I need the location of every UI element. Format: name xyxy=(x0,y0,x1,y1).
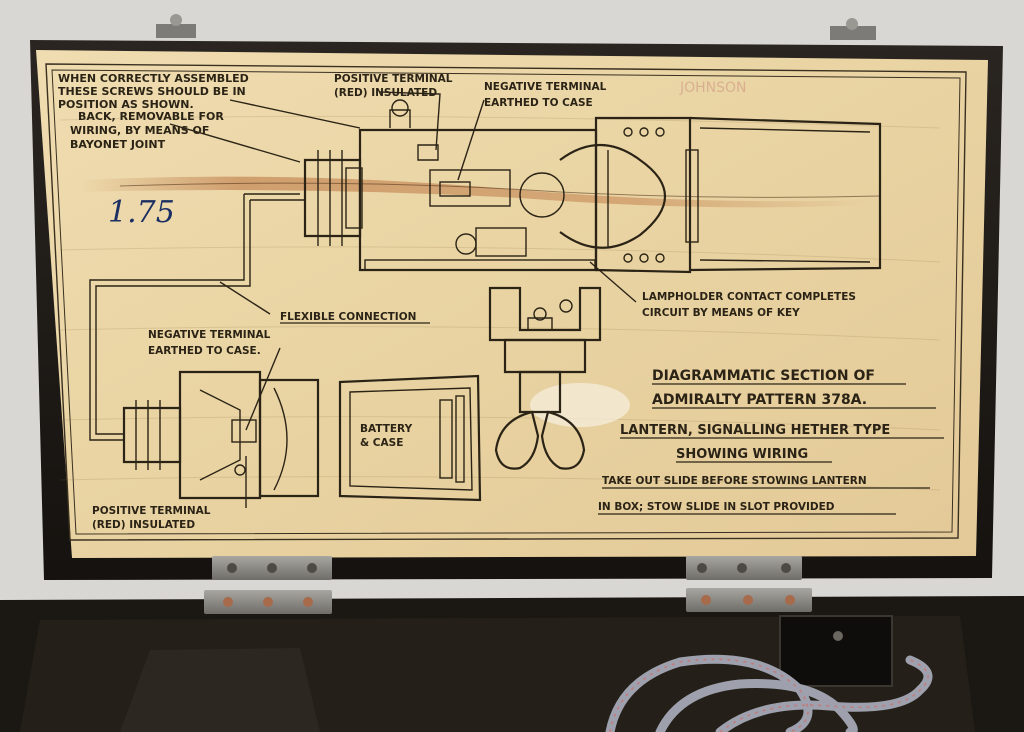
label-flexible-connection: FLEXIBLE CONNECTION xyxy=(280,311,416,323)
handwritten-number: 1.75 xyxy=(108,195,175,230)
cable-braid-pattern xyxy=(609,658,929,732)
crack-line xyxy=(119,182,881,198)
label-negative-terminal-bottom: NEGATIVE TERMINAL EARTHED TO CASE. xyxy=(148,329,271,357)
battery-assembly-drawing xyxy=(122,370,482,502)
battery-line-2: & CASE xyxy=(360,437,403,449)
faded-stamp: JOHNSON xyxy=(679,80,747,96)
clasp-screw xyxy=(833,631,843,641)
label-lampholder-note: LAMPHOLDER CONTACT COMPLETES CIRCUIT BY … xyxy=(642,291,856,319)
diagram-title-block: DIAGRAMMATIC SECTION OF ADMIRALTY PATTER… xyxy=(598,368,944,515)
positive-top-line-2: (RED) INSULATED xyxy=(334,87,437,99)
wiring-lines xyxy=(89,193,306,441)
lamp-head-drawing xyxy=(303,99,882,470)
instruction-line-2: IN BOX; STOW SLIDE IN SLOT PROVIDED xyxy=(598,501,835,513)
negative-top-line-1: NEGATIVE TERMINAL xyxy=(484,81,607,93)
lampholder-line-2: CIRCUIT BY MEANS OF KEY xyxy=(642,307,800,319)
positive-bottom-line-1: POSITIVE TERMINAL xyxy=(92,505,211,517)
instruction-line-1: TAKE OUT SLIDE BEFORE STOWING LANTERN xyxy=(602,475,867,487)
hinge-left xyxy=(204,556,332,614)
back-note-line-1: BACK, REMOVABLE FOR xyxy=(78,110,224,123)
screws-note-line-2: THESE SCREWS SHOULD BE IN xyxy=(58,85,246,98)
screws-note-line-3: POSITION AS SHOWN. xyxy=(58,98,194,111)
back-note-line-2: WIRING, BY MEANS OF xyxy=(70,124,209,137)
label-battery: BATTERY & CASE xyxy=(360,423,413,449)
box-interior-compartment xyxy=(120,648,320,732)
battery-line-1: BATTERY xyxy=(360,423,413,435)
title-line-4: SHOWING WIRING xyxy=(676,447,808,462)
label-screws-note: WHEN CORRECTLY ASSEMBLED THESE SCREWS SH… xyxy=(58,72,249,111)
label-positive-terminal-bottom: POSITIVE TERMINAL (RED) INSULATED xyxy=(92,505,211,531)
box-clasp-plate xyxy=(779,615,893,687)
negative-top-line-2: EARTHED TO CASE xyxy=(484,97,593,109)
stain-streak xyxy=(80,176,870,208)
lampholder-line-1: LAMPHOLDER CONTACT COMPLETES xyxy=(642,291,856,303)
panel-border-outer xyxy=(45,63,967,541)
leader-lines xyxy=(169,91,637,508)
title-line-2: ADMIRALTY PATTERN 378A. xyxy=(652,392,867,408)
negative-bottom-line-1: NEGATIVE TERMINAL xyxy=(148,329,271,341)
hinge-right xyxy=(686,556,812,612)
panel-wood-grain xyxy=(59,115,941,491)
diagram-panel xyxy=(36,50,988,558)
lid-top-screws xyxy=(156,14,876,40)
label-negative-terminal-top: NEGATIVE TERMINAL EARTHED TO CASE xyxy=(484,81,607,109)
title-line-1: DIAGRAMMATIC SECTION OF xyxy=(652,368,875,384)
negative-bottom-line-2: EARTHED TO CASE. xyxy=(148,345,261,357)
title-line-3: LANTERN, SIGNALLING HETHER TYPE xyxy=(620,423,890,438)
label-positive-terminal-top: POSITIVE TERMINAL (RED) INSULATED xyxy=(334,73,453,99)
panel-border-inner xyxy=(51,69,961,535)
positive-top-line-1: POSITIVE TERMINAL xyxy=(334,73,453,85)
abrasion-mark xyxy=(530,383,630,427)
screws-note-line-1: WHEN CORRECTLY ASSEMBLED xyxy=(58,72,249,85)
label-back-note: BACK, REMOVABLE FOR WIRING, BY MEANS OF … xyxy=(70,110,224,151)
back-note-line-3: BAYONET JOINT xyxy=(70,138,166,151)
positive-bottom-line-2: (RED) INSULATED xyxy=(92,519,195,531)
